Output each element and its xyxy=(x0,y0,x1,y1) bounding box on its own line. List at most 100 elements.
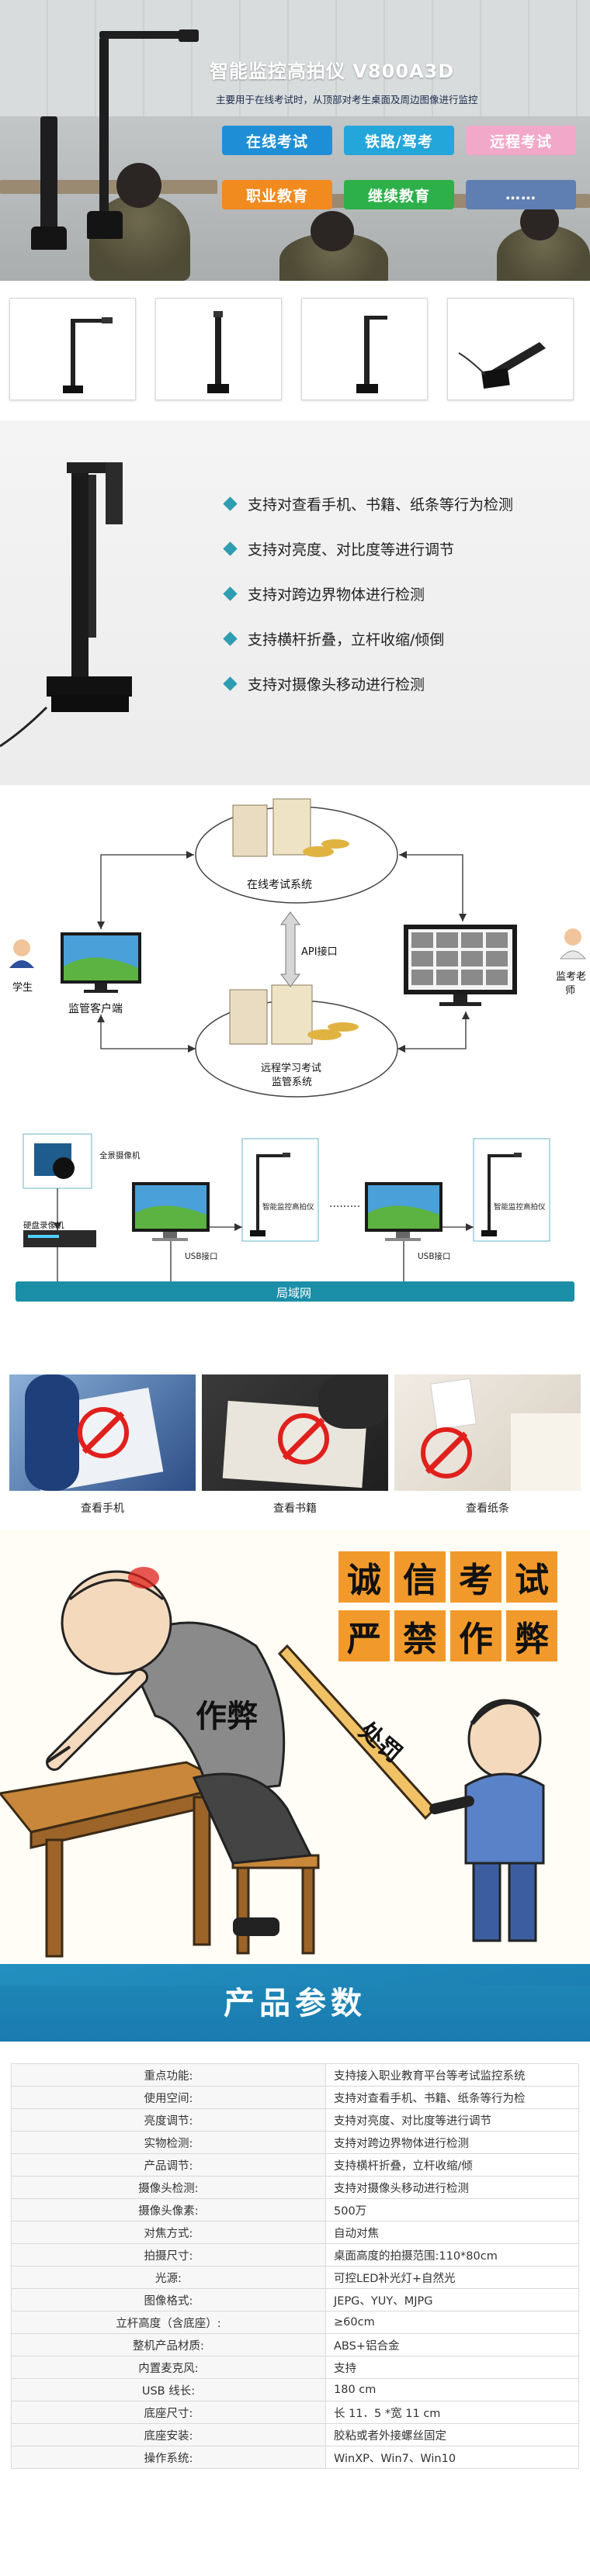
tag-vocational-education: 职业教育 xyxy=(222,180,332,209)
param-row: 立杆高度（含底座）:≥60cm xyxy=(11,2311,579,2334)
caption-phone: 查看手机 xyxy=(81,1502,124,1515)
thumbnail-folded[interactable] xyxy=(447,298,574,400)
param-row: 内置麦克风:支持 xyxy=(11,2356,579,2379)
slogan-char: 信 xyxy=(394,1551,446,1603)
param-value: 支持对亮度、对比度等进行调节 xyxy=(325,2108,579,2132)
param-row: 产品调节:支持横杆折叠，立杆收缩/倾 xyxy=(11,2153,579,2177)
forbidden-icon xyxy=(278,1413,329,1464)
param-key: 亮度调节: xyxy=(11,2108,326,2132)
student-head xyxy=(116,163,161,208)
param-key: 光源: xyxy=(11,2266,326,2289)
slogan-char: 考 xyxy=(450,1551,502,1603)
desk xyxy=(0,180,217,194)
connector-line xyxy=(399,854,463,921)
param-value: 支持对摄像头移动进行检测 xyxy=(325,2176,579,2199)
param-row: 底座尺寸:长 11．5 *宽 11 cm xyxy=(11,2401,579,2424)
camera-thumbnail-image xyxy=(356,316,387,393)
system-topology-diagram: 在线考试系统 API接口 远程学习考试 监管系统 学生 监管客户端 监考老 师 … xyxy=(0,785,590,1374)
feature-text: 支持对查看手机、书籍、纸条等行为检测 xyxy=(248,496,514,513)
param-row: 实物检测:支持对跨边界物体进行检测 xyxy=(11,2131,579,2154)
param-value: 支持横杆折叠，立杆收缩/倾 xyxy=(325,2153,579,2177)
camera-thumbnail-image xyxy=(207,311,229,393)
classroom-wall xyxy=(0,0,590,116)
connector-line xyxy=(100,1015,196,1049)
hero-subtitle: 主要用于在线考试时，从顶部对考生桌面及周边图像进行监控 xyxy=(216,94,478,105)
product-page: 智能监控高拍仪 V800A3D 主要用于在线考试时，从顶部对考生桌面及周边图像进… xyxy=(0,0,590,2492)
slogan-char: 严 xyxy=(338,1610,390,1661)
student-head xyxy=(311,211,354,251)
param-row: 整机产品材质:ABS+铝合金 xyxy=(11,2333,579,2356)
params-table: 重点功能:支持接入职业教育平台等考试监控系统使用空间:支持对查看手机、书籍、纸条… xyxy=(11,2063,579,2469)
camera-thumbnail-image xyxy=(458,342,546,389)
tag-online-exam: 在线考试 xyxy=(222,126,332,155)
slogan-char: 诚 xyxy=(338,1551,390,1603)
param-value: JEPG、YUY、MJPG xyxy=(325,2288,579,2311)
param-value: 500万 xyxy=(325,2198,579,2222)
camera-product-image xyxy=(0,462,132,748)
thumbnail-upright-front[interactable] xyxy=(9,298,136,400)
remote-system-label-line1: 远程学习考试 xyxy=(261,1063,322,1074)
usb-label-right: USB接口 xyxy=(418,1252,451,1261)
param-value: 支持 xyxy=(325,2356,579,2379)
client-label: 监管客户端 xyxy=(68,1003,123,1015)
param-value: 支持对查看手机、书籍、纸条等行为检 xyxy=(325,2086,579,2109)
param-key: 操作系统: xyxy=(11,2446,326,2469)
param-key: 摄像头检测: xyxy=(11,2176,326,2199)
camera-tag-left: 智能监控高拍仪 xyxy=(262,1203,314,1212)
supervisor-avatar-icon xyxy=(564,928,581,946)
feature-text: 支持横杆折叠，立杆收缩/倾倒 xyxy=(248,631,445,648)
feature-text: 支持对跨边界物体进行检测 xyxy=(248,586,425,603)
tag-continuing-education: 继续教育 xyxy=(344,180,454,209)
param-key: 内置麦克风: xyxy=(11,2356,326,2379)
api-label: API接口 xyxy=(301,946,338,958)
param-key: 图像格式: xyxy=(11,2288,326,2311)
param-key: 底座尺寸: xyxy=(11,2401,326,2424)
thumbnail-upright-angle[interactable] xyxy=(301,298,428,400)
supervisor-label-line2: 师 xyxy=(565,985,576,997)
param-key: 产品调节: xyxy=(11,2153,326,2177)
online-exam-system-label: 在线考试系统 xyxy=(247,879,312,891)
param-key: 立杆高度（含底座）: xyxy=(11,2311,326,2334)
param-value: 支持对跨边界物体进行检测 xyxy=(325,2131,579,2154)
param-key: 使用空间: xyxy=(11,2086,326,2109)
feature-item: 支持对查看手机、书籍、纸条等行为检测 xyxy=(223,481,514,526)
camera-box-left xyxy=(241,1138,319,1242)
more-devices-dots: ········· xyxy=(329,1201,361,1213)
param-row: 光源:可控LED补光灯+自然光 xyxy=(11,2266,579,2289)
diamond-bullet-icon xyxy=(223,586,238,601)
lan-bar xyxy=(16,1281,574,1302)
thumbnail-upright-side[interactable] xyxy=(155,298,282,400)
slogan-char: 弊 xyxy=(506,1610,557,1661)
param-value: ≥60cm xyxy=(325,2311,579,2334)
param-value: WinXP、Win7、Win10 xyxy=(325,2446,579,2469)
dvr-label: 硬盘录像机 xyxy=(23,1221,64,1230)
feature-list: 支持对查看手机、书籍、纸条等行为检测 支持对亮度、对比度等进行调节 支持对跨边界… xyxy=(223,481,514,706)
anti-cheating-poster: 诚 信 考 试 严 禁 作 弊 xyxy=(0,1530,590,1964)
slogan-char: 试 xyxy=(506,1551,557,1603)
feature-section: 支持对查看手机、书籍、纸条等行为检测 支持对亮度、对比度等进行调节 支持对跨边界… xyxy=(0,420,590,785)
diamond-bullet-icon xyxy=(223,676,238,691)
photo-book xyxy=(202,1374,388,1491)
param-row: 亮度调节:支持对亮度、对比度等进行调节 xyxy=(11,2108,579,2132)
product-thumbnails xyxy=(0,281,590,420)
param-row: USB 线长:180 cm xyxy=(11,2378,579,2401)
tag-remote-exam: 远程考试 xyxy=(466,126,576,155)
hero-banner: 智能监控高拍仪 V800A3D 主要用于在线考试时，从顶部对考生桌面及周边图像进… xyxy=(0,0,590,281)
param-key: 底座安装: xyxy=(11,2423,326,2446)
param-key: 整机产品材质: xyxy=(11,2333,326,2356)
slogan-char: 作 xyxy=(450,1610,502,1661)
photo-note xyxy=(394,1374,581,1491)
server-icon xyxy=(271,984,313,1045)
param-row: 重点功能:支持接入职业教育平台等考试监控系统 xyxy=(11,2063,579,2087)
diamond-bullet-icon xyxy=(223,631,238,646)
database-icon xyxy=(303,846,334,857)
param-value: 180 cm xyxy=(325,2378,579,2401)
camera-thumbnail-image xyxy=(63,317,113,393)
camera-arm xyxy=(99,31,193,39)
feature-item: 支持对跨边界物体进行检测 xyxy=(223,571,513,616)
usb-label-left: USB接口 xyxy=(185,1252,218,1261)
connector-line xyxy=(397,1011,467,1049)
param-row: 使用空间:支持对查看手机、书籍、纸条等行为检 xyxy=(11,2086,579,2109)
photo-phone xyxy=(9,1374,196,1491)
param-value: ABS+铝合金 xyxy=(325,2333,579,2356)
